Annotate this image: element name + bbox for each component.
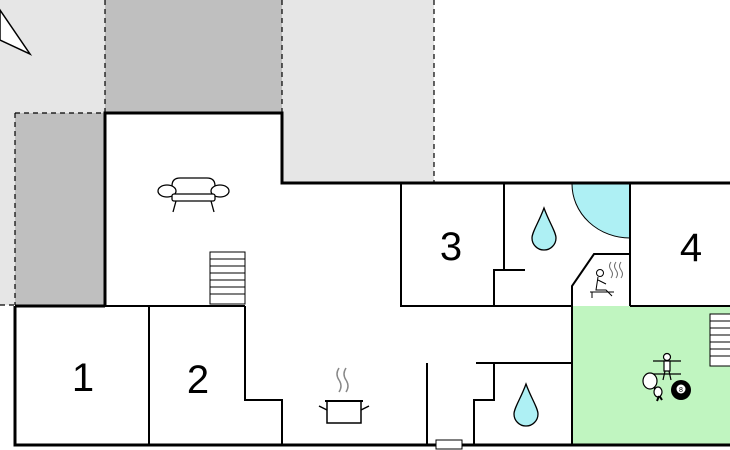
cooking-pot-icon (318, 367, 370, 424)
table-football-icon (653, 352, 681, 381)
billiard-ball-number: 8 (679, 387, 683, 394)
billiard-ball-icon: 8 (671, 380, 691, 400)
north-arrow-icon (0, 8, 33, 56)
water-drop-icon (513, 382, 539, 427)
room-label-3: 3 (440, 225, 462, 269)
interior-walls (105, 183, 730, 445)
table-tennis-icon (642, 372, 663, 402)
water-drop-icon (531, 206, 557, 251)
terrace-top-left (0, 0, 105, 305)
outer-walls (13, 111, 730, 447)
room-label-4: 4 (680, 226, 702, 270)
sauna-icon (590, 261, 623, 298)
stairs-icon (209, 251, 246, 305)
terrace-top-center (105, 0, 282, 113)
terrace-dashed-borders (0, 0, 435, 306)
pool (571, 183, 631, 239)
sofa-icon (157, 177, 230, 213)
terrace-top-right (282, 0, 434, 183)
terrace-areas (0, 0, 435, 306)
entrance-marker (435, 439, 463, 450)
room-label-2: 2 (187, 358, 209, 402)
terrace-left (15, 113, 105, 305)
stairs-icon (709, 313, 730, 367)
room-label-1: 1 (72, 356, 94, 400)
